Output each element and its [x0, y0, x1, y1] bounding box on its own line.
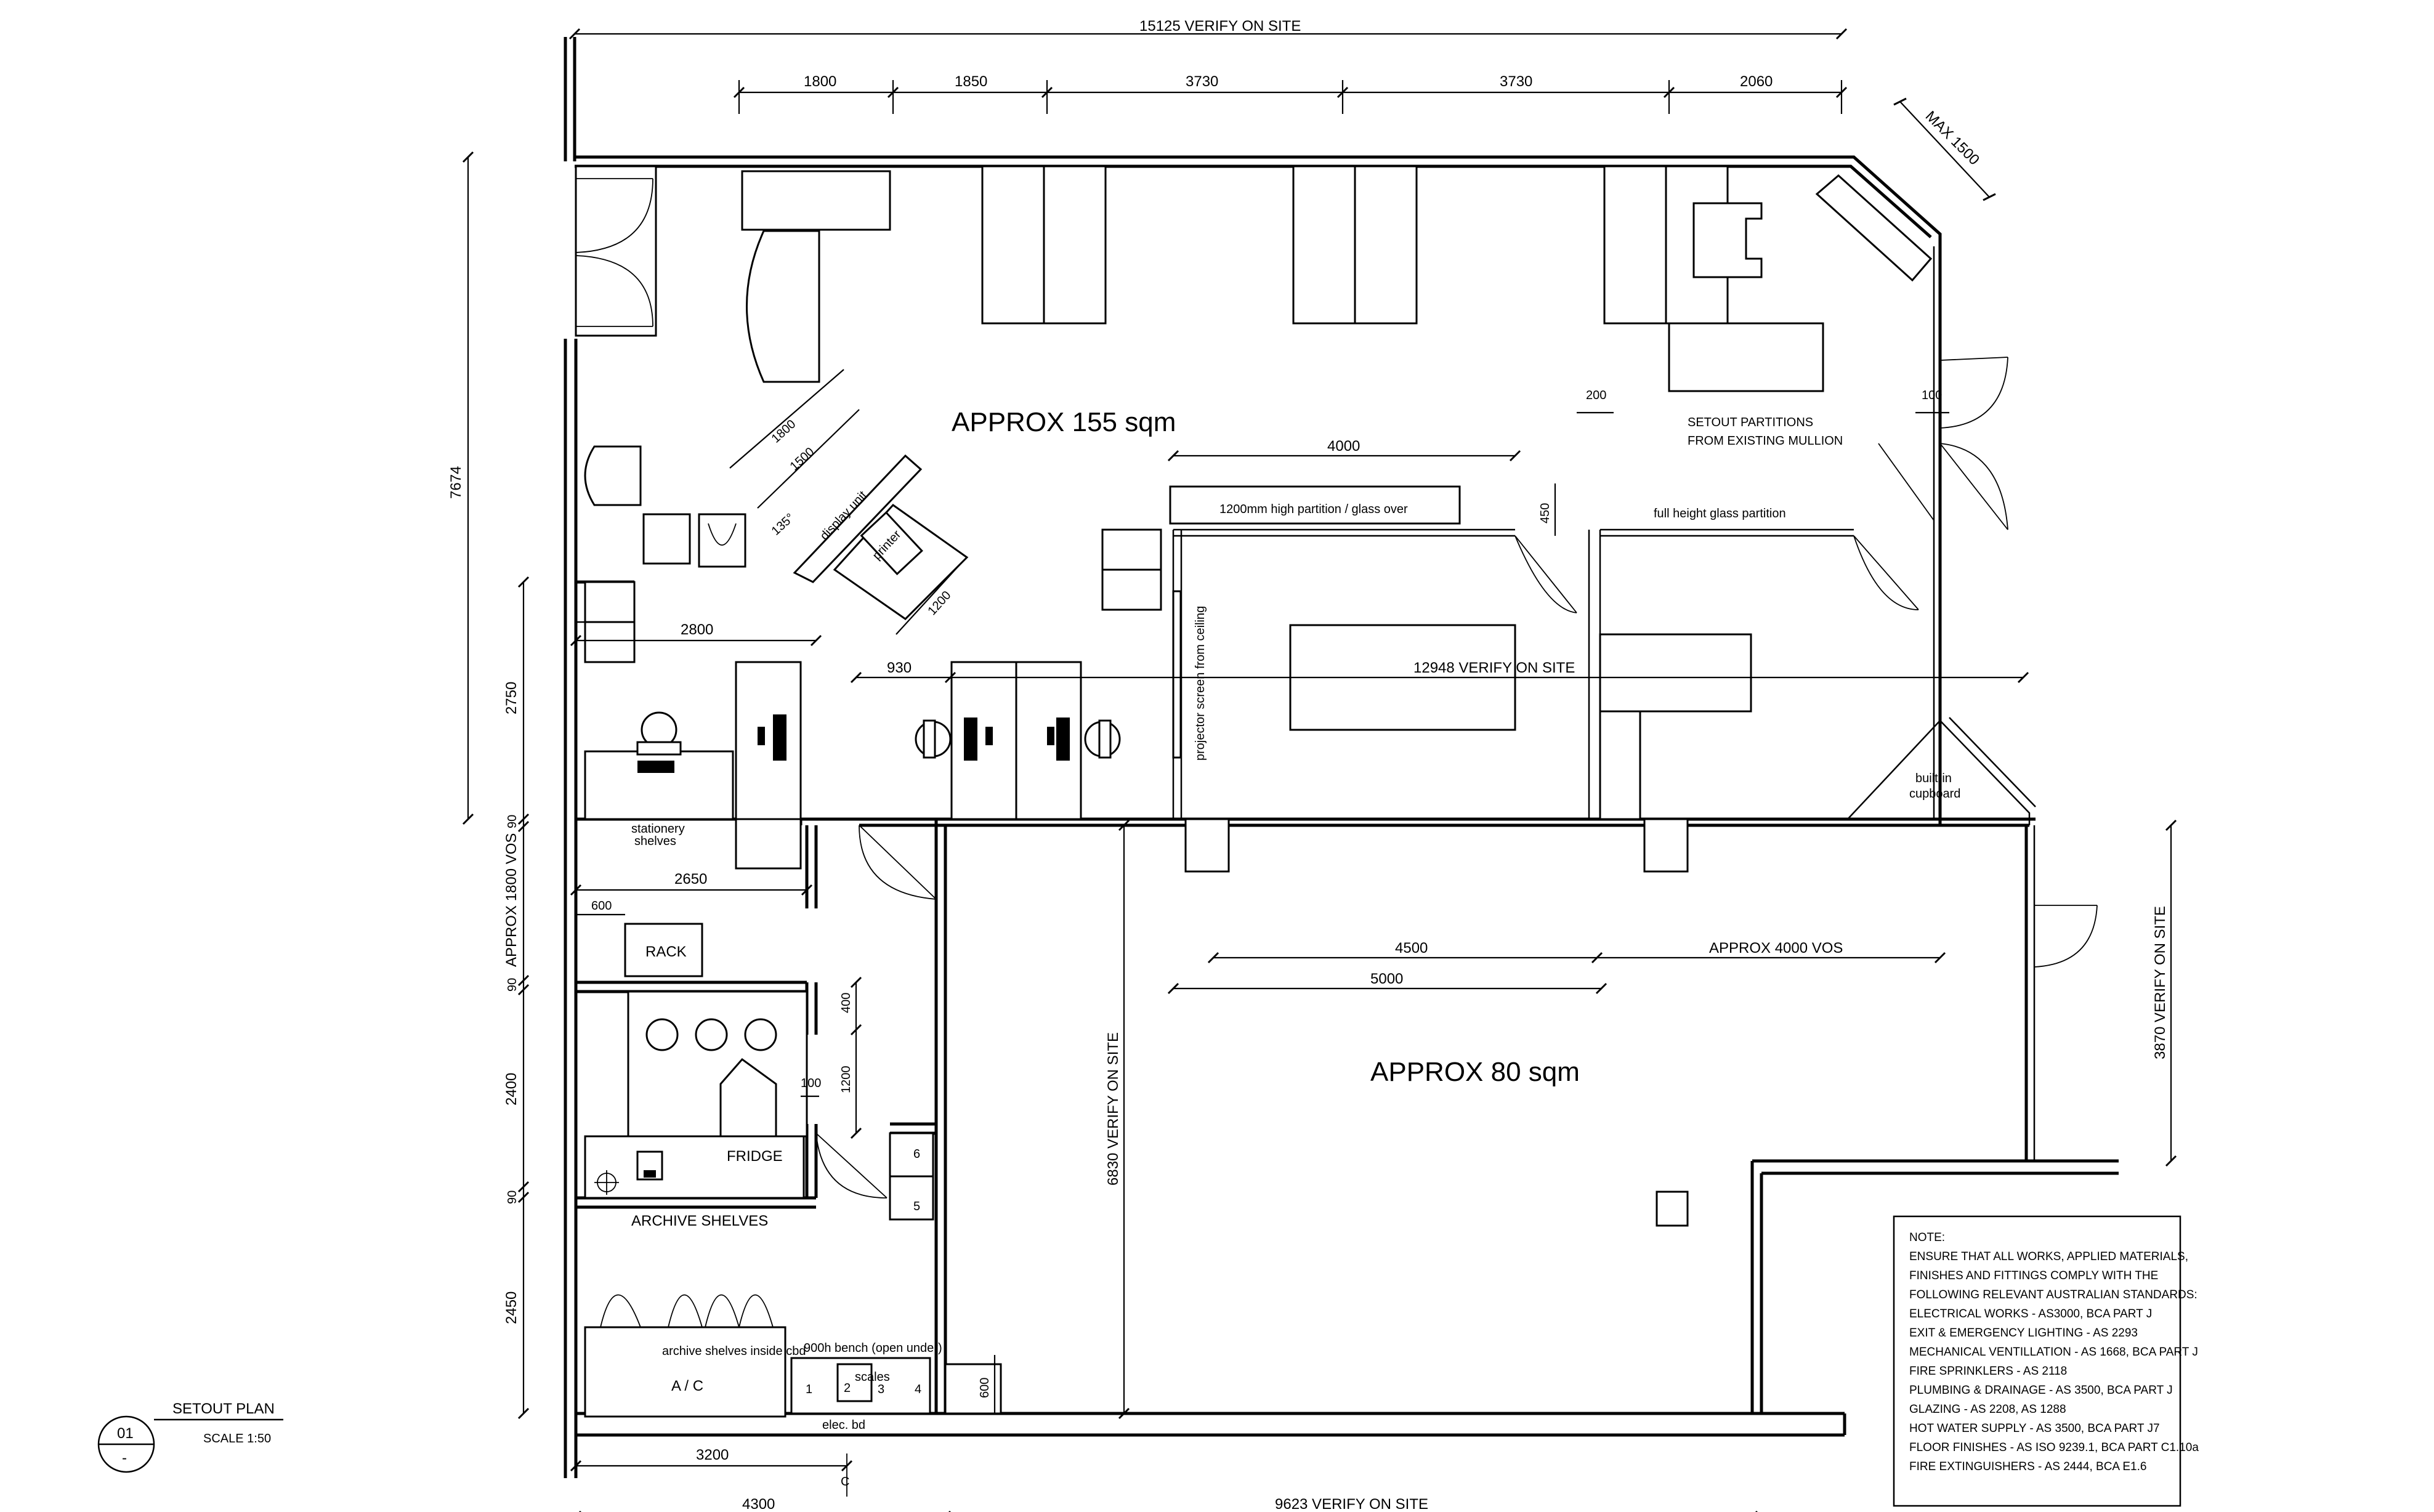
- dim-bench-2800: 2800: [681, 621, 713, 638]
- dim-partition-4000: 4000: [1327, 438, 1360, 455]
- label-partition-glass-over: 1200mm high partition / glass over: [1219, 503, 1408, 516]
- dim-angle-135: 135°: [769, 511, 797, 538]
- note-line: FIRE SPRINKLERS - AS 2118: [1909, 1365, 2067, 1378]
- dim-offset-100: 100: [1922, 389, 1942, 402]
- label-projector-screen: projector screen from ceiling: [1194, 606, 1207, 761]
- label-archive-inside: archive shelves inside cbd: [662, 1344, 806, 1358]
- label-bay-2: 2: [844, 1381, 851, 1395]
- dim-lower-5000: 5000: [1370, 971, 1403, 987]
- room-area-lower: APPROX 80 sqm: [1370, 1057, 1580, 1087]
- label-setout-partitions-1: SETOUT PARTITIONS: [1688, 416, 1813, 429]
- dim-left-2400: 2400: [503, 1073, 520, 1106]
- dim-rack-600: 600: [591, 899, 612, 913]
- interior-partitions: [576, 174, 2036, 1209]
- dim-left-1800vos: APPROX 1800 VOS: [503, 833, 520, 967]
- dim-lower-4500: 4500: [1395, 940, 1428, 956]
- dim-top-2: 1850: [955, 73, 987, 90]
- dim-diag-1500: 1500: [788, 445, 817, 474]
- note-line: NOTE:: [1909, 1231, 1945, 1244]
- dim-left-2750: 2750: [503, 682, 520, 714]
- label-archive-shelves: ARCHIVE SHELVES: [631, 1213, 768, 1229]
- title-number: 01: [117, 1425, 134, 1442]
- title-block: [97, 1415, 283, 1473]
- label-bay-5: 5: [913, 1200, 920, 1213]
- label-full-height-glass: full height glass partition: [1654, 507, 1786, 520]
- title-scale: SCALE 1:50: [203, 1432, 271, 1445]
- room-area-main: APPROX 155 sqm: [952, 407, 1176, 437]
- setout-leader-line: [1878, 443, 1935, 521]
- dim-clear-930: 930: [887, 660, 912, 676]
- dim-kitchen-2650: 2650: [674, 871, 707, 887]
- dim-v-1200: 1200: [839, 1066, 853, 1094]
- note-line: ENSURE THAT ALL WORKS, APPLIED MATERIALS…: [1909, 1250, 2188, 1263]
- label-builtin-2: cupboard: [1909, 787, 1960, 801]
- label-setout-partitions-2: FROM EXISTING MULLION: [1688, 434, 1843, 448]
- label-bay-6: 6: [913, 1147, 920, 1161]
- label-stationery-1: stationery: [631, 822, 685, 836]
- dim-top-3: 3730: [1186, 73, 1218, 90]
- dim-bottom-9623: 9623 VERIFY ON SITE: [1275, 1496, 1428, 1512]
- title-sheet: -: [122, 1450, 127, 1466]
- label-bay-3: 3: [878, 1383, 884, 1396]
- dim-v-400: 400: [839, 993, 853, 1013]
- dim-right-3870: 3870 VERIFY ON SITE: [2152, 906, 2169, 1059]
- label-section-mark: C: [841, 1475, 849, 1489]
- dim-top-4: 3730: [1500, 73, 1532, 90]
- dim-overall-width: 15125 VERIFY ON SITE: [1139, 18, 1301, 34]
- dim-top-1: 1800: [804, 73, 836, 90]
- dim-top-5: 2060: [1740, 73, 1773, 90]
- dim-height-450: 450: [1538, 503, 1552, 524]
- dim-h-100: 100: [801, 1077, 821, 1090]
- note-line: GLAZING - AS 2208, AS 1288: [1909, 1403, 2066, 1416]
- dim-left-2450: 2450: [503, 1292, 520, 1324]
- note-line: MECHANICAL VENTILLATION - AS 1668, BCA P…: [1909, 1346, 2198, 1359]
- label-bay-4: 4: [915, 1383, 921, 1396]
- label-scales: scales: [855, 1370, 890, 1384]
- notes-lines: NOTE: ENSURE THAT ALL WORKS, APPLIED MATE…: [1909, 1231, 2199, 1473]
- note-line: HOT WATER SUPPLY - AS 3500, BCA PART J7: [1909, 1422, 2160, 1435]
- note-line: EXIT & EMERGENCY LIGHTING - AS 2293: [1909, 1327, 2138, 1340]
- note-line: FIRE EXTINGUISHERS - AS 2444, BCA E1.6: [1909, 1460, 2146, 1473]
- dim-bottom-4300: 4300: [742, 1496, 775, 1512]
- dim-max-1500: MAX 1500: [1922, 108, 1983, 168]
- note-line: FOLLOWING RELEVANT AUSTRALIAN STANDARDS:: [1909, 1288, 2197, 1301]
- dim-left-overall: 7674: [448, 466, 464, 499]
- dimension-lines: [462, 28, 2177, 1512]
- label-builtin-1: built-in: [1915, 772, 1952, 785]
- label-ac: A / C: [671, 1378, 703, 1394]
- dim-left-90b: 90: [506, 978, 519, 992]
- note-line: FINISHES AND FITTINGS COMPLY WITH THE: [1909, 1269, 2158, 1282]
- title-text: SETOUT PLAN: [172, 1401, 275, 1417]
- dim-left-90c: 90: [506, 1191, 519, 1204]
- doors: [575, 178, 2098, 1199]
- label-bench-900: 900h bench (open under): [804, 1341, 942, 1355]
- note-line: PLUMBING & DRAINAGE - AS 3500, BCA PART …: [1909, 1384, 2173, 1397]
- notes-box: [1893, 1215, 2181, 1507]
- dim-offset-200: 200: [1586, 389, 1606, 402]
- dim-small-600: 600: [978, 1378, 992, 1398]
- label-fridge: FRIDGE: [727, 1148, 783, 1165]
- note-line: ELECTRICAL WORKS - AS3000, BCA PART J: [1909, 1308, 2152, 1320]
- label-bay-1: 1: [806, 1383, 812, 1396]
- label-elec-bd: elec. bd: [822, 1418, 865, 1432]
- furniture: [575, 165, 1824, 1418]
- dim-room-12948: 12948 VERIFY ON SITE: [1413, 660, 1575, 676]
- dim-lower-4000vos: APPROX 4000 VOS: [1709, 940, 1843, 956]
- dim-bottom-3200: 3200: [696, 1447, 729, 1463]
- dim-lower-6830: 6830 VERIFY ON SITE: [1105, 1032, 1122, 1186]
- note-line: FLOOR FINISHES - AS ISO 9239.1, BCA PART…: [1909, 1441, 2199, 1454]
- label-rack: RACK: [645, 944, 687, 960]
- dim-left-90a: 90: [506, 815, 519, 828]
- label-stationery-2: shelves: [634, 835, 676, 848]
